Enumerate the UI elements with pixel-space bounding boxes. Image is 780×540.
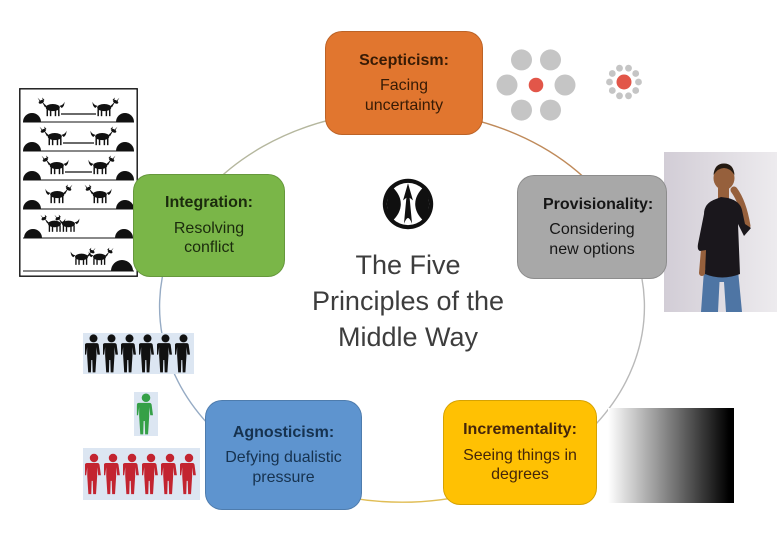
man-figure	[697, 163, 751, 312]
principle-title: Incrementality:	[463, 421, 577, 439]
principle-body: Defying dualistic pressure	[225, 449, 342, 486]
principle-title: Scepticism:	[359, 51, 449, 69]
title-line-3: Middle Way	[337, 322, 479, 352]
title-line-2: Principles of the	[311, 286, 505, 316]
title-line-1: The Five	[355, 250, 461, 280]
principle-box-incrementality: Incrementality: Seeing things in degrees	[443, 400, 597, 505]
donkey-cooperation-cartoon	[19, 88, 138, 277]
principle-body: Facing uncertainty	[364, 77, 444, 114]
principle-box-agnosticism: Agnosticism: Defying dualistic pressure	[205, 400, 362, 510]
principle-title: Provisionality:	[543, 195, 654, 213]
principle-box-integration: Integration: Resolving conflict	[133, 174, 285, 277]
principle-title: Agnosticism:	[232, 423, 335, 441]
individual-green-figure	[134, 392, 158, 436]
ebbinghaus-center-red-small	[616, 74, 632, 90]
diagram-title: The Five Principles of the Middle Way	[230, 247, 586, 355]
crowd-majority-black	[83, 333, 194, 374]
principle-body: Resolving conflict	[173, 219, 245, 257]
ebbinghaus-large-group	[496, 49, 576, 121]
principle-box-provisionality: Provisionality: Considering new options	[517, 175, 667, 279]
crowd-majority-red	[83, 448, 200, 500]
principle-title: Integration:	[165, 194, 253, 212]
principle-box-scepticism: Scepticism: Facing uncertainty	[325, 31, 483, 135]
middle-way-logo-icon	[382, 178, 434, 230]
principle-body: Seeing things in degrees	[463, 446, 577, 484]
ebbinghaus-center-red-large	[528, 77, 544, 93]
grayscale-gradient-bar	[608, 408, 734, 503]
ebbinghaus-illusion-icon	[496, 49, 642, 121]
principle-body: Considering new options	[549, 221, 635, 258]
thinking-man-photo	[664, 152, 777, 312]
ebbinghaus-small-group	[606, 64, 642, 100]
